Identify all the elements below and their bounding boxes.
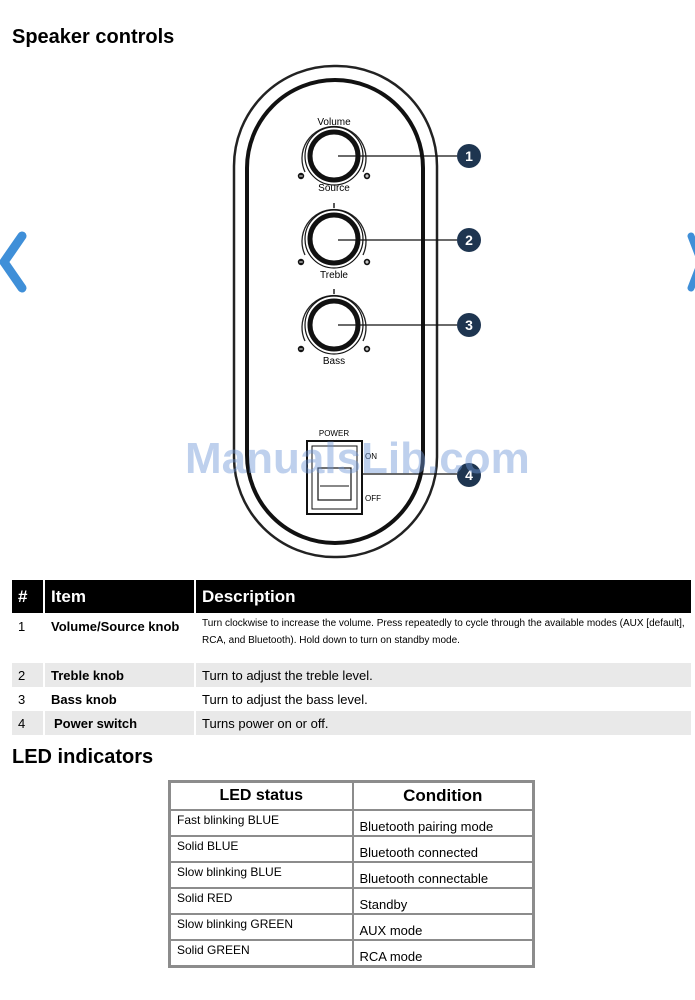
volume-label: Volume — [317, 117, 351, 128]
table-row: Slow blinking BLUE Bluetooth connectable — [168, 861, 535, 889]
table-header-row: # Item Description — [12, 580, 691, 613]
svg-text:4: 4 — [465, 467, 473, 483]
controls-table: # Item Description 1 Volume/Source knob … — [12, 580, 691, 735]
section-title: LED indicators — [12, 746, 154, 768]
row-item: Power switch — [44, 711, 196, 735]
power-switch[interactable] — [306, 440, 363, 515]
row-item: Treble knob — [44, 663, 196, 687]
column-header-description: Description — [195, 580, 691, 613]
column-header-number: # — [12, 580, 45, 613]
table-row: Fast blinking BLUE Bluetooth pairing mod… — [168, 809, 535, 837]
speaker-control-diagram: Volume Source Treble Bass 1 2 3 4 POWER … — [232, 64, 481, 559]
row-description: Turn to adjust the treble level. — [195, 663, 691, 687]
table-row: 3 Bass knob Turn to adjust the bass leve… — [12, 687, 691, 711]
led-status: Slow blinking GREEN — [168, 913, 354, 941]
plus-icon — [363, 172, 371, 180]
panel-outer — [232, 64, 439, 559]
bass-label: Bass — [323, 356, 345, 367]
svg-text:3: 3 — [465, 317, 473, 333]
row-number: 4 — [12, 711, 45, 735]
row-number: 1 — [12, 613, 45, 663]
svg-text:2: 2 — [465, 232, 473, 248]
led-condition: Standby — [351, 887, 535, 915]
volume-knob[interactable] — [301, 125, 367, 186]
power-on-label: ON — [365, 452, 377, 461]
plus-icon — [363, 345, 371, 353]
table-row: Solid BLUE Bluetooth connected — [168, 835, 535, 863]
power-label: POWER — [319, 429, 349, 438]
table-row: 1 Volume/Source knob Turn clockwise to i… — [12, 613, 691, 663]
treble-label: Treble — [320, 270, 348, 281]
minus-icon — [297, 345, 305, 353]
chevron-left-icon[interactable] — [0, 230, 34, 294]
led-status: Fast blinking BLUE — [168, 809, 354, 837]
column-header-led-status: LED status — [168, 780, 354, 811]
bass-knob[interactable] — [301, 289, 367, 355]
callout-badge-2: 2 — [457, 228, 481, 252]
row-description: Turns power on or off. — [195, 711, 691, 735]
table-header-row: LED status Condition — [168, 780, 535, 811]
row-item: Volume/Source knob — [44, 613, 196, 663]
led-status: Solid BLUE — [168, 835, 354, 863]
led-status: Solid GREEN — [168, 939, 354, 968]
table-row: Slow blinking GREEN AUX mode — [168, 913, 535, 941]
table-row: 2 Treble knob Turn to adjust the treble … — [12, 663, 691, 687]
led-condition: Bluetooth connected — [351, 835, 535, 863]
led-status: Solid RED — [168, 887, 354, 915]
page-title: Speaker controls — [12, 26, 175, 48]
led-indicator-table: LED status Condition Fast blinking BLUE … — [168, 780, 535, 968]
source-label: Source — [318, 183, 350, 194]
row-item: Bass knob — [44, 687, 196, 711]
led-status: Slow blinking BLUE — [168, 861, 354, 889]
column-header-condition: Condition — [351, 780, 535, 811]
led-condition: AUX mode — [351, 913, 535, 941]
callout-badge-3: 3 — [457, 313, 481, 337]
led-condition: RCA mode — [351, 939, 535, 968]
power-off-label: OFF — [365, 494, 381, 503]
row-number: 3 — [12, 687, 45, 711]
table-row: Solid GREEN RCA mode — [168, 939, 535, 968]
column-header-item: Item — [44, 580, 196, 613]
callout-badge-1: 1 — [457, 144, 481, 168]
led-condition: Bluetooth pairing mode — [351, 809, 535, 837]
plus-icon — [363, 258, 371, 266]
row-number: 2 — [12, 663, 45, 687]
panel-inner — [245, 78, 425, 545]
callout-badge-4: 4 — [457, 463, 481, 487]
table-row: 4 Power switch Turns power on or off. — [12, 711, 691, 735]
led-condition: Bluetooth connectable — [351, 861, 535, 889]
minus-icon — [297, 172, 305, 180]
row-description: Turn to adjust the bass level. — [202, 691, 368, 707]
chevron-right-icon[interactable] — [687, 230, 695, 294]
minus-icon — [297, 258, 305, 266]
row-description: Turn clockwise to increase the volume. P… — [202, 618, 685, 646]
svg-text:1: 1 — [465, 148, 473, 164]
treble-knob[interactable] — [301, 203, 367, 269]
table-row: Solid RED Standby — [168, 887, 535, 915]
